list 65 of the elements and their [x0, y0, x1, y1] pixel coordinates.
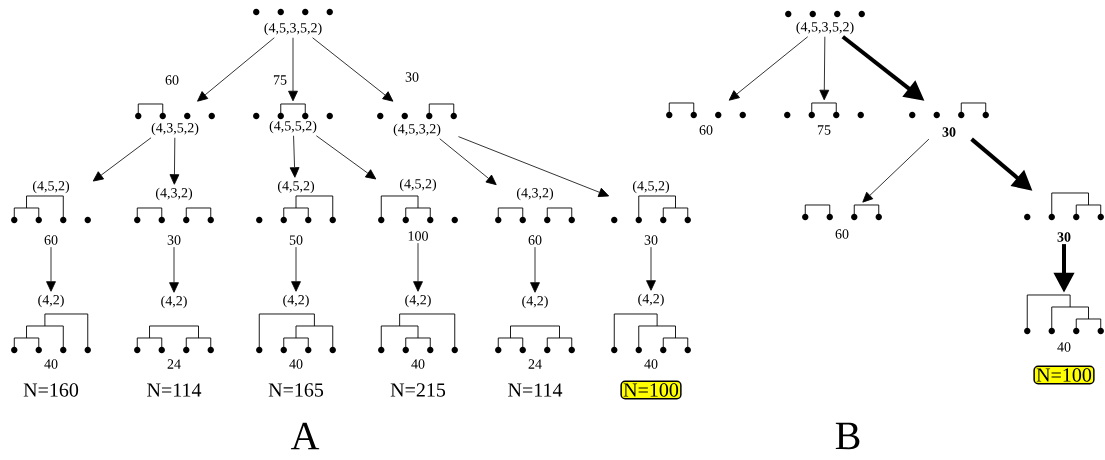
- panel-letter: A: [290, 422, 320, 450]
- cost-label: 40: [411, 359, 425, 369]
- highlight-box: N=100: [620, 380, 682, 400]
- state-label: (4,2): [638, 293, 664, 307]
- state-label: (4,2): [522, 295, 548, 309]
- state-label: (4,5,2): [32, 180, 70, 194]
- cost-label: 30: [644, 235, 658, 245]
- state-label: (4,5,5,2): [269, 120, 317, 134]
- cost-label: 24: [167, 359, 181, 369]
- total-label: N=165: [268, 383, 324, 397]
- cost-label: 40: [44, 359, 58, 369]
- arrow: [413, 242, 423, 292]
- state-label: (4,5,2): [277, 180, 315, 194]
- state-label: (4,5,3,5,2): [796, 21, 854, 35]
- cost-label: 100: [408, 231, 428, 241]
- state-label: (4,2): [161, 295, 187, 309]
- state-label: (4,5,3,2): [393, 123, 441, 137]
- cost-label: 30: [942, 127, 956, 137]
- total-label: N=160: [23, 383, 79, 397]
- state-label: (4,2): [283, 294, 309, 308]
- arrow: [289, 135, 300, 178]
- state-label: (4,2): [38, 294, 64, 308]
- arrow: [169, 246, 179, 293]
- arrow: [46, 246, 56, 292]
- state-label: (4,3,2): [155, 187, 193, 201]
- arrow: [728, 36, 809, 101]
- cost-label: 40: [289, 359, 303, 369]
- state-label: (4,5,2): [399, 178, 437, 192]
- state-label: (4,5,2): [632, 180, 670, 194]
- edge-label: 30: [404, 71, 420, 83]
- cost-label: 50: [289, 235, 303, 245]
- arrow: [458, 136, 610, 197]
- arrow: [439, 138, 497, 186]
- state-label: (4,2): [405, 294, 431, 308]
- edge-label: 60: [164, 74, 180, 86]
- cost-label: 75: [817, 125, 831, 135]
- arrow: [646, 246, 656, 291]
- arrow: [169, 137, 180, 185]
- total-label: N=215: [390, 383, 446, 397]
- arrow: [315, 135, 377, 180]
- arrow: [530, 246, 540, 293]
- arrow: [92, 137, 152, 182]
- cost-label: 60: [835, 229, 849, 239]
- total-label: N=114: [508, 383, 563, 397]
- cost-label: 30: [1057, 232, 1071, 242]
- cost-label: 40: [1057, 342, 1071, 352]
- arrow: [312, 37, 394, 102]
- cost-label: 40: [644, 359, 658, 369]
- edge-label: 75: [272, 74, 288, 86]
- arrow: [862, 138, 930, 203]
- highlight-box: N=100: [1033, 365, 1095, 385]
- panel-letter: B: [835, 422, 860, 450]
- state-label: (4,3,2): [516, 187, 554, 201]
- arrow: [197, 37, 275, 102]
- state-label: (4,3,5,2): [151, 122, 199, 136]
- cost-label: 60: [44, 235, 58, 245]
- arrow: [291, 246, 301, 292]
- cost-label: 60: [528, 235, 542, 245]
- total-label: N=114: [147, 383, 202, 397]
- cost-label: 30: [167, 235, 181, 245]
- cost-label: 60: [699, 125, 713, 135]
- state-label: (4,5,3,5,2): [264, 22, 322, 36]
- arrow: [288, 37, 298, 102]
- arrow: [819, 36, 830, 101]
- cost-label: 24: [528, 359, 542, 369]
